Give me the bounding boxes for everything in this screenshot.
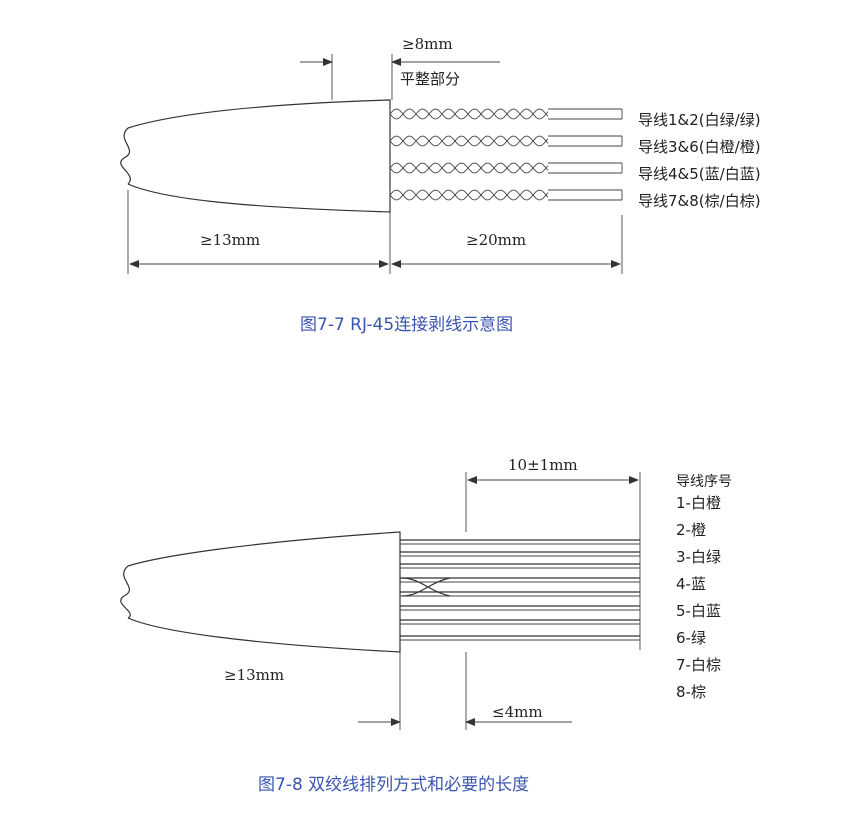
- twisted-wire: [389, 189, 549, 201]
- dim-bottom-label: ≤4mm: [492, 703, 543, 721]
- cable-break-end: [120, 565, 131, 619]
- twisted-wire: [389, 108, 549, 120]
- wire-label: 导线4&5(蓝/白蓝): [638, 165, 761, 183]
- figure-caption: 图7-8 双绞线排列方式和必要的长度: [258, 775, 529, 795]
- wire-label: 导线7&8(棕/白棕): [638, 192, 761, 210]
- wire-order-item: 1-白橙: [676, 494, 721, 512]
- twisted-pairs: [389, 108, 623, 201]
- twisted-wire: [389, 162, 549, 174]
- twisted-wire: [389, 135, 549, 147]
- wire-label: 导线3&6(白橙/橙): [638, 138, 761, 156]
- dim-top-label: ≥8mm: [402, 35, 453, 53]
- flat-part-label: 平整部分: [400, 70, 460, 88]
- figure-caption: 图7-7 RJ-45连接剥线示意图: [300, 315, 513, 335]
- twisted-wire: [389, 162, 549, 174]
- wire-order-item: 8-棕: [676, 683, 706, 701]
- cable-break-end: [120, 127, 131, 185]
- crossed-wire: [401, 577, 451, 597]
- crossed-wire: [401, 577, 451, 597]
- dim-top-label: 10±1mm: [508, 456, 578, 474]
- wire-order-item: 7-白棕: [676, 656, 721, 674]
- twisted-wire: [389, 108, 549, 120]
- figure-7-8: 10±1mm ≤4mm ≥13mm 导线序号 1-白橙 2-橙 3-白绿 4-蓝…: [120, 456, 732, 795]
- dim-left-label: ≥13mm: [200, 231, 260, 249]
- cable-jacket: [127, 99, 391, 213]
- wire-order-item: 6-绿: [676, 629, 706, 647]
- wire-order-item: 3-白绿: [676, 548, 721, 566]
- cable-jacket: [127, 531, 401, 653]
- flat-wires: [400, 532, 641, 650]
- wire-label: 导线1&2(白绿/绿): [638, 111, 761, 129]
- wire-order-item: 2-橙: [676, 521, 706, 539]
- twisted-wire: [389, 135, 549, 147]
- wire-order-item: 5-白蓝: [676, 602, 721, 620]
- dim-left-label: ≥13mm: [224, 666, 284, 684]
- twisted-wire: [389, 189, 549, 201]
- wire-order-item: 4-蓝: [676, 575, 706, 593]
- legend-title: 导线序号: [676, 474, 732, 490]
- figure-7-7: ≥8mm 平整部分 导线1&2(白绿/绿) 导线3&6(白橙/橙) 导线4&5(…: [120, 35, 761, 335]
- dim-right-label: ≥20mm: [466, 231, 526, 249]
